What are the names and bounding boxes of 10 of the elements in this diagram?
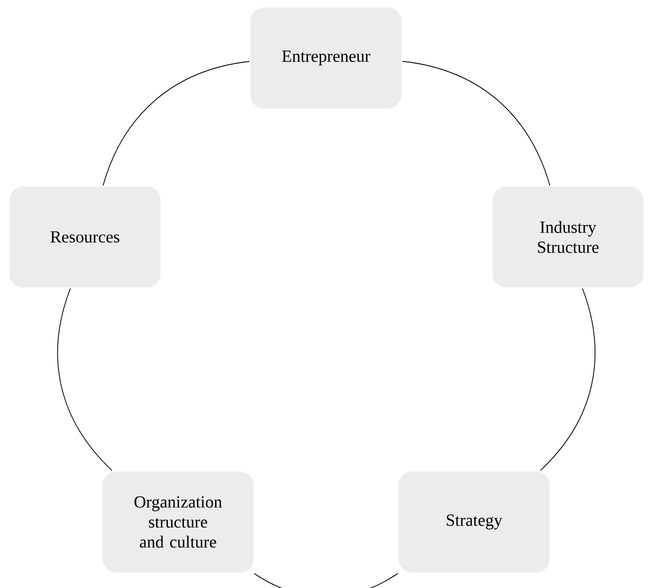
- process-box: Resources: [8, 186, 162, 288]
- connector-arc: [254, 573, 398, 588]
- connector-arc: [57, 288, 112, 471]
- process-box: Entrepreneur: [250, 6, 402, 110]
- connector-arc: [402, 60, 550, 186]
- process-box: Industry Structure: [492, 186, 644, 288]
- connector-arc: [540, 288, 596, 471]
- process-box: Strategy: [398, 470, 550, 574]
- process-box: Organization structure and culture: [102, 470, 254, 574]
- connector-arc: [102, 61, 250, 186]
